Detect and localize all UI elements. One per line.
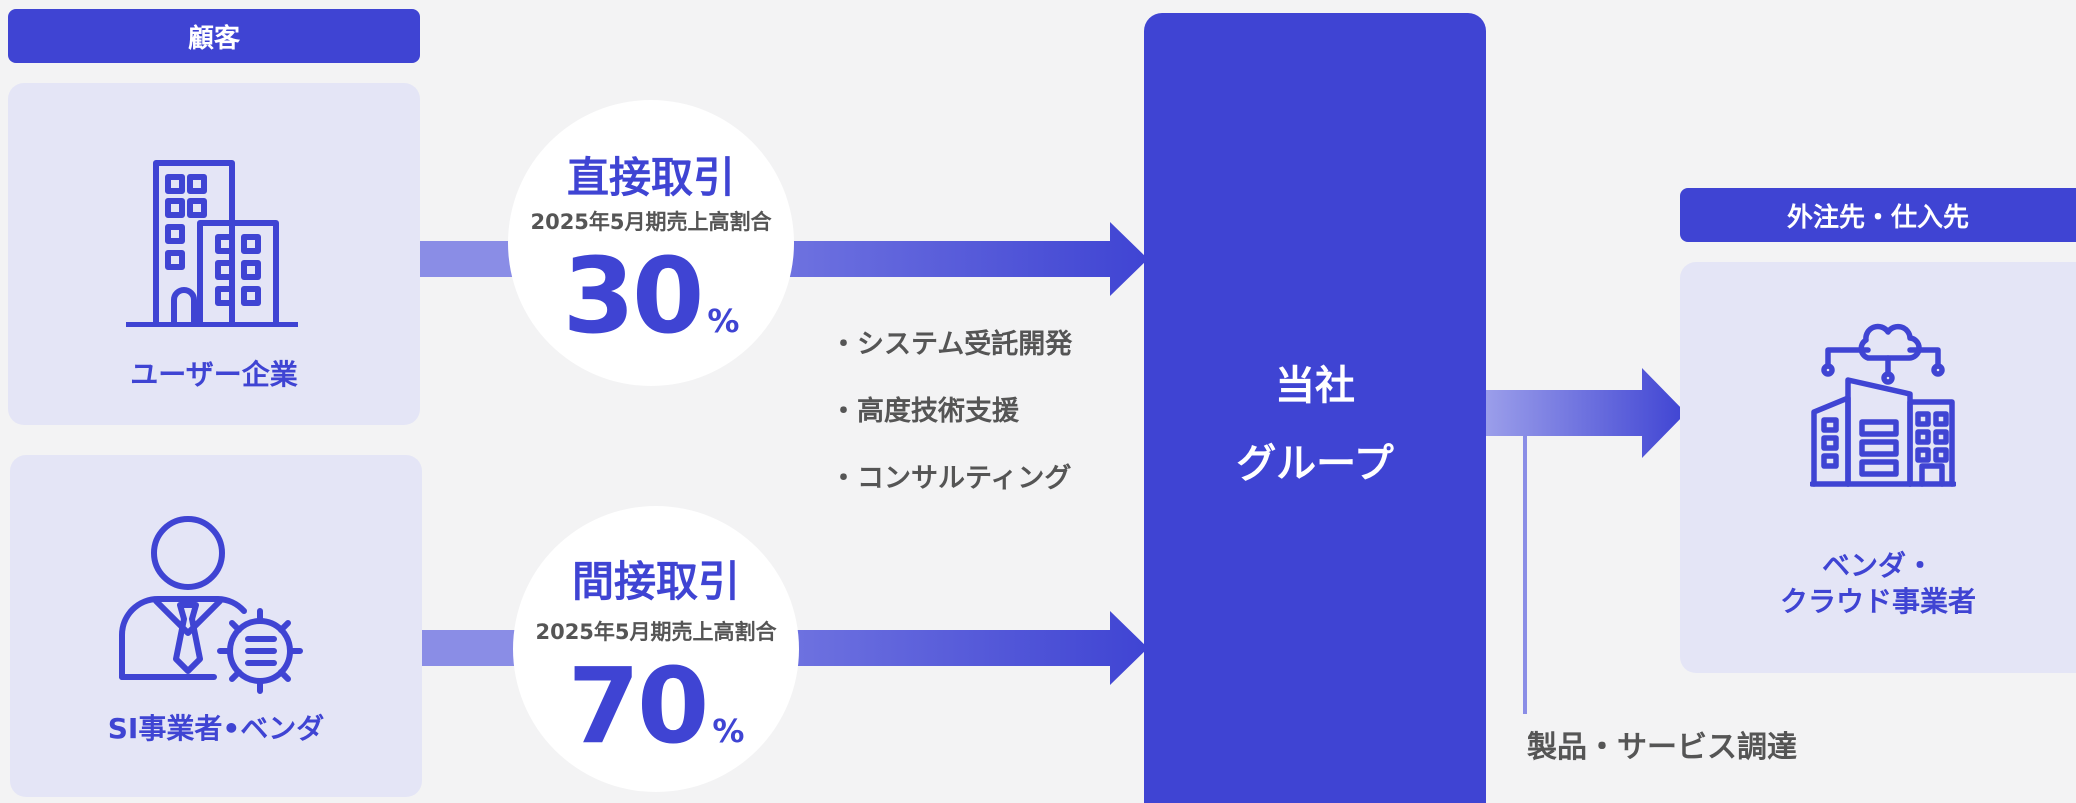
direct-arrow [780,222,1148,296]
service-item-consulting: ・コンサルティング [830,463,1072,494]
indirect-subtitle: 2025年5月期売上高割合 [535,620,777,644]
business-person-gear-icon [119,516,303,694]
direct-share-circle: 直接取引 2025年5月期売上高割合 30% [508,100,794,386]
supplier-header: 外注先・仕入先 [1680,188,2076,242]
user-company-label: ユーザー企業 [130,358,298,391]
service-item-development: ・システム受託開発 [830,329,1073,360]
supplier-label-line2: クラウド事業者 [1779,585,1976,618]
direct-unit: % [707,302,740,340]
procurement-arrow [1486,368,1686,458]
indirect-title: 間接取引 [571,557,740,606]
user-company-panel: ユーザー企業 [8,83,420,425]
procurement-note: 製品・サービス調達 [1527,730,1797,765]
direct-title: 直接取引 [566,153,735,202]
company-label-line1: 当社 [1275,363,1355,409]
service-item-technical-support: ・高度技術支援 [830,396,1019,427]
indirect-connector-bar [422,630,522,666]
procurement-connector-line [1523,436,1527,714]
supplier-label-line1: ベンダ・ [1821,549,1934,582]
indirect-value: 70 [567,645,710,767]
direct-percentage: 30% [508,244,794,348]
office-building-icon [126,160,298,327]
company-label-line2: グループ [1236,441,1394,487]
direct-subtitle: 2025年5月期売上高割合 [530,210,772,234]
customer-header: 顧客 [8,9,420,63]
indirect-unit: % [712,712,745,750]
direct-connector-bar [420,241,520,277]
direct-value: 30 [562,235,705,357]
supplier-panel: ベンダ・ クラウド事業者 [1680,262,2076,673]
cloud-building-icon [1810,323,1956,487]
company-group-box: 当社 グループ [1144,13,1486,803]
indirect-arrow [786,611,1148,685]
indirect-share-circle: 間接取引 2025年5月期売上高割合 70% [513,506,799,792]
indirect-percentage: 70% [513,654,799,758]
si-vendor-label: SI事業者•ベンダ [107,712,325,745]
si-vendor-panel: SI事業者•ベンダ [10,455,422,797]
